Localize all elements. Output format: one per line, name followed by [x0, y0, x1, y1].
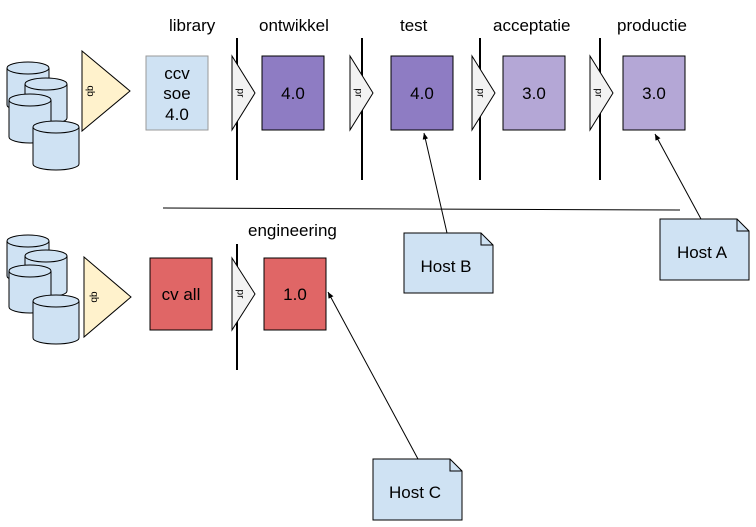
- library-box-top: ccv soe 4.0: [145, 55, 209, 131]
- database-icon-group-bottom: [6, 234, 80, 345]
- promotion-arrow: pr: [231, 256, 256, 332]
- promotion-label: pr: [234, 89, 245, 99]
- version-label-productie: 3.0: [642, 84, 666, 103]
- version-label-test: 4.0: [410, 84, 434, 103]
- library-box-line-3: 4.0: [165, 105, 189, 124]
- host-a-note: Host A: [659, 218, 750, 281]
- host-c-note: Host C: [372, 458, 463, 521]
- promotion-arrow: pr: [349, 54, 374, 132]
- database-icon: [32, 294, 80, 345]
- host-a-connector: [654, 133, 702, 220]
- host-c-label: Host C: [389, 483, 441, 502]
- library-box-bottom-label: cv all: [162, 285, 201, 304]
- version-box-productie: 3.0: [622, 55, 686, 131]
- version-label-acceptatie: 3.0: [522, 84, 546, 103]
- promotion-label: pr: [592, 89, 603, 99]
- quality-gate-top: qb: [81, 49, 131, 133]
- quality-gate-label: qb: [84, 85, 95, 97]
- promotion-label: pr: [474, 89, 485, 99]
- library-box-line-2: soe: [163, 84, 190, 103]
- stage-label-ontwikkel: ontwikkel: [259, 16, 329, 35]
- promotion-arrow: pr: [589, 54, 614, 132]
- stage-label-library: library: [169, 16, 216, 35]
- database-icon-group-top: [6, 61, 80, 171]
- stage-label-productie: productie: [617, 16, 687, 35]
- version-box-acceptatie: 3.0: [502, 55, 566, 131]
- library-box-line-1: ccv: [164, 64, 190, 83]
- host-c-connector: [327, 291, 419, 460]
- quality-gate-bottom: qb: [83, 255, 132, 339]
- stage-label-engineering: engineering: [248, 221, 337, 240]
- version-box-ontwikkel: 4.0: [261, 55, 325, 131]
- host-b-note: Host B: [403, 232, 494, 294]
- promotion-label: pr: [234, 290, 245, 300]
- promotion-arrow: pr: [231, 54, 256, 132]
- host-b-connector: [422, 132, 448, 234]
- version-label-engineering: 1.0: [283, 285, 307, 304]
- host-b-label: Host B: [420, 257, 471, 276]
- version-box-test: 4.0: [390, 55, 454, 131]
- stage-label-test: test: [400, 16, 428, 35]
- version-label-ontwikkel: 4.0: [281, 84, 305, 103]
- promotion-arrow: pr: [471, 54, 496, 132]
- promotion-label: pr: [352, 89, 363, 99]
- version-box-engineering: 1.0: [263, 257, 327, 331]
- library-box-bottom: cv all: [149, 257, 213, 331]
- stage-label-acceptatie: acceptatie: [493, 16, 571, 35]
- quality-gate-label: qb: [88, 291, 99, 303]
- host-a-label: Host A: [677, 243, 728, 262]
- database-icon: [32, 120, 80, 171]
- row-separator: [162, 207, 681, 211]
